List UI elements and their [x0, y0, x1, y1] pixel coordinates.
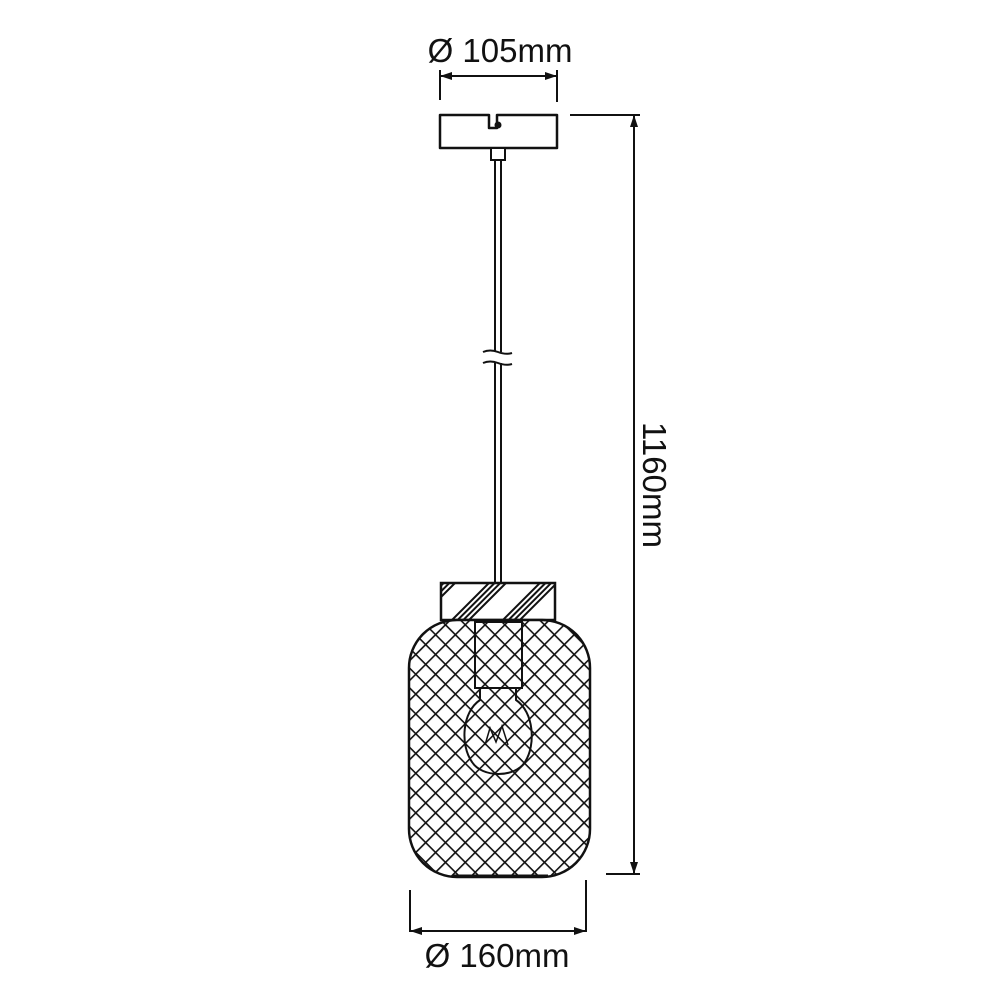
total-height-dimension: 1160mm — [570, 114, 673, 875]
ceiling-canopy — [438, 113, 559, 161]
lamp-socket — [474, 621, 523, 689]
cord — [482, 160, 513, 583]
shade-diameter-label: Ø 160mm — [425, 937, 570, 974]
cord-break-symbol — [482, 349, 513, 366]
cord-grip — [490, 147, 506, 161]
canopy-diameter-dimension: Ø 105mm — [428, 32, 573, 102]
bulb-filament — [484, 723, 509, 746]
hatched-cap — [439, 581, 557, 622]
mesh-cage-shade — [407, 618, 592, 879]
canopy-diameter-label: Ø 105mm — [428, 32, 573, 69]
total-height-label: 1160mm — [636, 422, 673, 548]
light-bulb — [463, 688, 533, 775]
shade-diameter-dimension: Ø 160mm — [409, 880, 587, 974]
